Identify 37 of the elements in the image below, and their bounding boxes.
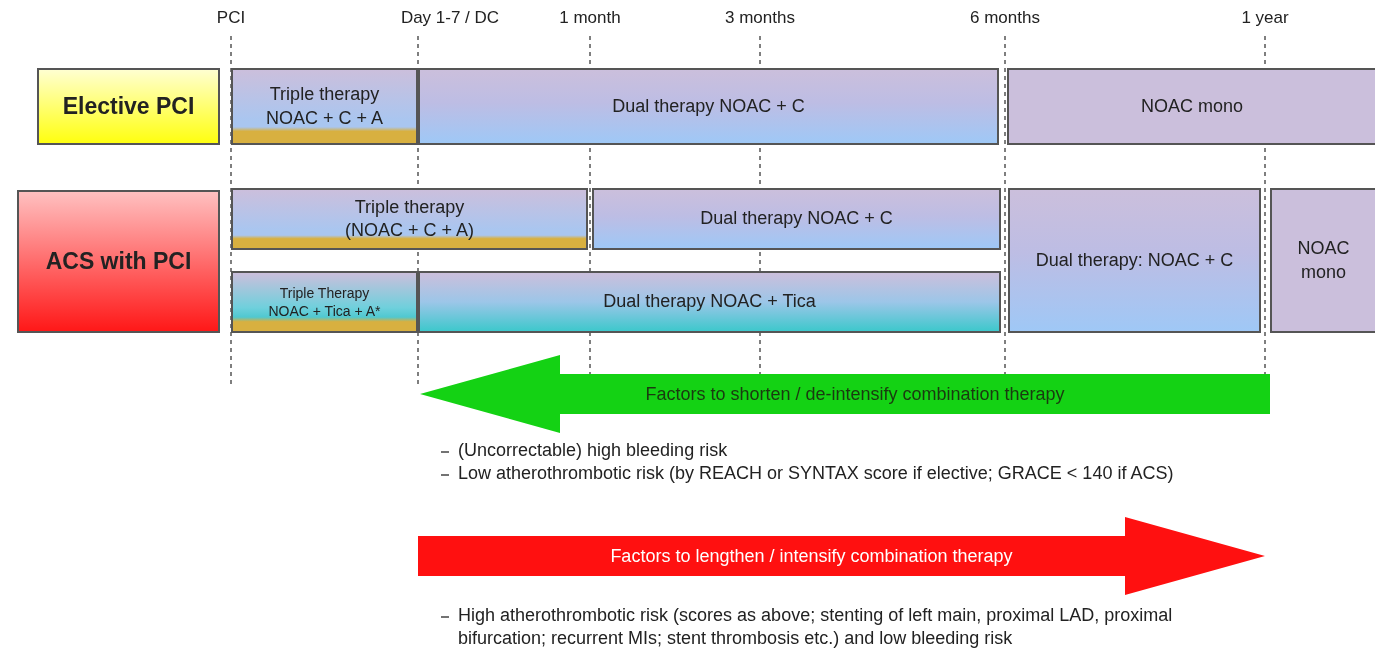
therapy-label: Triple therapy (NOAC + C + A) — [343, 195, 475, 242]
therapy-label: NOAC mono — [1296, 237, 1351, 284]
therapy-label: Dual therapy: NOAC + C — [1034, 248, 1235, 272]
therapy-label: Dual therapy NOAC + Tica — [603, 290, 816, 314]
time-label: 6 months — [970, 8, 1040, 28]
therapy-bar — [231, 188, 588, 250]
right-arrow — [418, 517, 1265, 595]
arrow-label: Factors to shorten / de-intensify combination therapy — [645, 383, 1065, 405]
row-header-label: Elective PCI — [61, 91, 196, 121]
time-label: 3 months — [725, 8, 795, 28]
time-label: Day 1-7 / DC — [400, 8, 500, 28]
therapy-bar — [1008, 188, 1261, 333]
bullet-text: (Uncorrectable) high bleeding risk — [458, 439, 1238, 462]
therapy-bar — [418, 68, 999, 145]
therapy-bar — [231, 271, 418, 333]
time-label: 1 year — [1241, 8, 1289, 28]
bullet-text: Low atherothrombotic risk (by REACH or SYNTAX score if elective; GRACE < 140 if ACS) — [458, 462, 1288, 485]
therapy-label: Triple Therapy — [279, 283, 370, 302]
therapy-label: NOAC mono — [1140, 94, 1243, 118]
therapy-label: Dual therapy NOAC + C — [612, 94, 805, 118]
therapy-label: Triple therapy — [269, 83, 380, 107]
therapy-bar — [231, 68, 418, 145]
therapy-label: NOAC + C + A — [265, 106, 383, 130]
therapy-bar — [418, 271, 1001, 333]
therapy-bar — [592, 188, 1001, 250]
therapy-bar — [1007, 68, 1375, 145]
time-label: 1 month — [559, 8, 621, 28]
therapy-label: Dual therapy NOAC + C — [700, 207, 893, 231]
row-header-box — [37, 68, 220, 145]
row-header-label: ACS with PCI — [44, 246, 193, 276]
therapy-label: NOAC + Tica + A* — [268, 302, 381, 321]
bullet-text: High atherothrombotic risk (scores as above; stenting of left main, proximal LAD, proximal bifurcation; recurrent MIs; stent thrombosis etc.) and low bleeding risk — [458, 604, 1238, 650]
therapy-bar — [1270, 188, 1375, 333]
left-arrow — [420, 355, 1270, 433]
row-header-box — [17, 190, 220, 333]
time-label: PCI — [216, 8, 246, 28]
arrow-label: Factors to lengthen / intensify combination therapy — [610, 545, 1013, 567]
